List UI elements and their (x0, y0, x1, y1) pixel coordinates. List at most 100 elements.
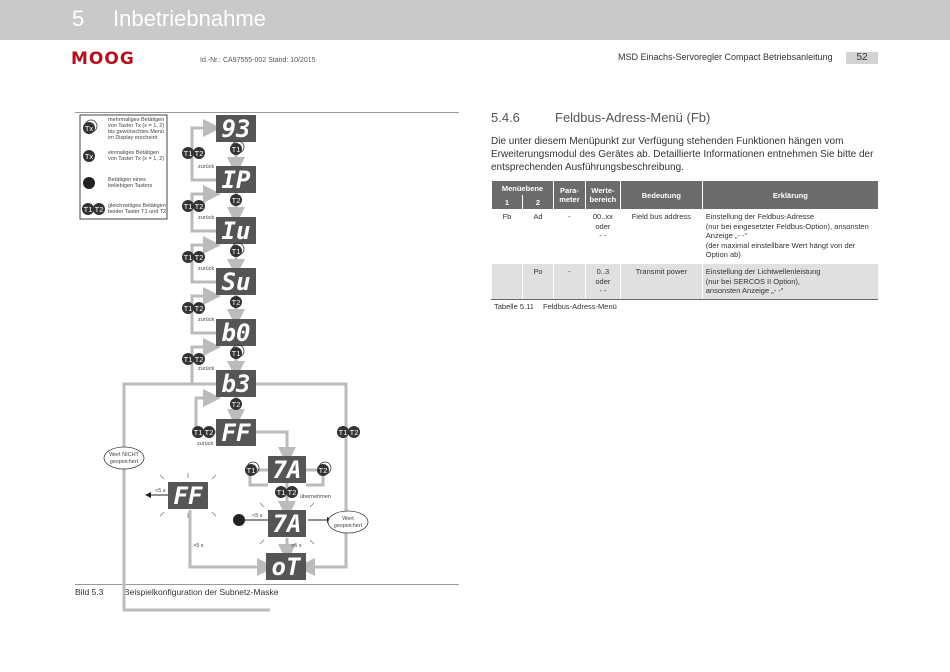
svg-text:FF: FF (222, 419, 251, 447)
svg-text:oT: oT (272, 553, 302, 581)
svg-text:Wert NICHT: Wert NICHT (109, 452, 139, 458)
svg-text:mehrmaliges Betätigen: mehrmaliges Betätigen (108, 117, 164, 123)
callout-not-saved: Wert NICHT gespeichert (103, 446, 145, 470)
svg-text:7A: 7A (273, 456, 302, 484)
svg-text:beider Taster T1 und T2: beider Taster T1 und T2 (108, 209, 166, 215)
cell-meaning: Transmit power (619, 264, 703, 300)
svg-text:<5 s: <5 s (252, 513, 263, 519)
display-boxes: 93 IP Iu Su b0 b3 FF 7A FF 7A oT (168, 115, 306, 581)
svg-text:b3: b3 (222, 370, 251, 398)
svg-text:einmaliges Betätigen: einmaliges Betätigen (108, 150, 159, 156)
feldbus-menu-table: Menüebene Para-meter Werte-bereich Bedeu… (491, 181, 878, 300)
svg-text:T2: T2 (195, 304, 204, 313)
blink-rays-icon (159, 473, 315, 545)
svg-text:übernehmen: übernehmen (300, 494, 331, 500)
svg-text:<5 s: <5 s (155, 488, 166, 494)
display-ot (266, 553, 306, 580)
cell-meaning: Field bus address (619, 209, 703, 264)
display-ff (216, 419, 256, 446)
table-bottom-rule (491, 299, 878, 300)
svg-text:T1: T1 (184, 253, 193, 262)
svg-text:von Taster Tx (x = 1, 2): von Taster Tx (x = 1, 2) (108, 123, 164, 129)
th-explanation: Erklärung (701, 181, 878, 209)
svg-text:gespeichert: gespeichert (334, 523, 363, 529)
svg-text:zurück: zurück (198, 366, 214, 372)
svg-text:gleichzeitiges Betätigen: gleichzeitiges Betätigen (108, 203, 166, 209)
th-level1: 1 (491, 195, 523, 209)
svg-text:T2: T2 (195, 253, 204, 262)
cell-explanation: Einstellung der Lichtwellenleistung(nur … (701, 264, 878, 300)
display-iu (216, 217, 256, 244)
svg-text:T1: T1 (339, 428, 348, 437)
display-7a (268, 456, 306, 483)
svg-text:zurück: zurück (197, 441, 213, 447)
svg-text:im Display erscheint: im Display erscheint (108, 135, 158, 141)
svg-text:Tx: Tx (85, 152, 94, 161)
legend-both-buttons-icon (82, 203, 94, 215)
th-menu-level: Menüebene (491, 181, 554, 195)
svg-text:T2: T2 (195, 355, 204, 364)
figure-top-rule (75, 112, 459, 113)
display-7a-blinking (268, 510, 306, 537)
th-meaning: Bedeutung (619, 181, 703, 209)
svg-text:FF: FF (174, 482, 203, 510)
svg-text:T1: T1 (184, 304, 193, 313)
svg-text:Betätigen eines: Betätigen eines (108, 177, 146, 183)
th-parameter: Para-meter (552, 181, 586, 209)
svg-text:T1: T1 (232, 349, 241, 358)
page-number: 52 (846, 52, 878, 64)
svg-text:IP: IP (222, 166, 251, 194)
svg-text:zurück: zurück (198, 215, 214, 221)
legend-single-press-icon (83, 150, 95, 162)
svg-text:T2: T2 (195, 149, 204, 158)
chapter-header-bar: 5 Inbetriebnahme (0, 0, 950, 40)
svg-text:T1: T1 (277, 488, 286, 497)
section-title: 5.4.6 Feldbus-Adress-Menü (Fb) (491, 110, 710, 125)
svg-text:>5 s: >5 s (193, 543, 204, 549)
svg-text:T2: T2 (195, 202, 204, 211)
cell-level1: Fb (491, 209, 523, 264)
svg-text:T2: T2 (95, 205, 104, 214)
flow-connectors (122, 119, 348, 612)
cell-level2: Po (521, 264, 554, 300)
display-ip (216, 166, 256, 193)
section-intro: Die unter diesem Menüpunkt zur Verfügung… (491, 136, 874, 173)
svg-text:Iu: Iu (222, 217, 251, 245)
moog-logo: MOOG (71, 49, 135, 69)
svg-text:T1: T1 (232, 247, 241, 256)
display-b0 (216, 319, 256, 346)
svg-text:zurück: zurück (198, 164, 214, 170)
cell-level1 (491, 264, 523, 300)
th-level2: 2 (521, 195, 554, 209)
document-id: Id.-Nr.: CA97555-002 Stand: 10/2015 (200, 57, 316, 64)
svg-text:beliebigen Tasters: beliebigen Tasters (108, 183, 152, 189)
svg-text:Su: Su (222, 268, 251, 296)
svg-text:T2: T2 (232, 400, 241, 409)
svg-text:T1: T1 (184, 149, 193, 158)
svg-text:>5 s: >5 s (291, 543, 302, 549)
legend-any-button-icon (83, 177, 95, 189)
legend-multi-press-icon (83, 122, 95, 134)
section-title-text: Feldbus-Adress-Menü (Fb) (555, 110, 711, 125)
svg-text:T2: T2 (232, 298, 241, 307)
svg-text:Wert: Wert (342, 516, 354, 522)
svg-text:zurück: zurück (198, 266, 214, 272)
svg-text:T2: T2 (288, 488, 297, 497)
chapter-number: 5 (72, 6, 85, 31)
svg-text:T1: T1 (84, 205, 93, 214)
svg-text:T1: T1 (247, 466, 256, 475)
section-number: 5.4.6 (491, 110, 520, 125)
svg-text:T1: T1 (194, 428, 203, 437)
svg-text:zurück: zurück (198, 317, 214, 323)
display-ff-blinking (168, 482, 208, 509)
cell-param: - (552, 209, 586, 264)
cell-explanation: Einstellung der Feldbus-Adresse(nur bei … (701, 209, 878, 264)
svg-text:93: 93 (222, 115, 251, 143)
